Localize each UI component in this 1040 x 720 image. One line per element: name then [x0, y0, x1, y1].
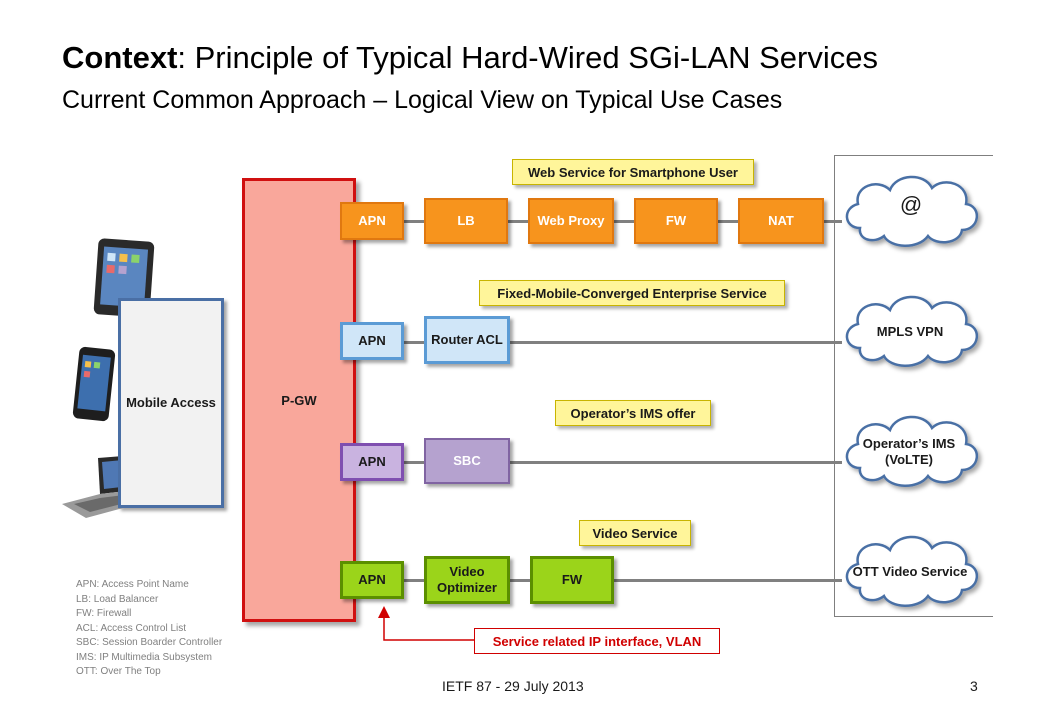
legend-item: OTT: Over The Top — [76, 666, 161, 677]
mobile-access-box: Mobile Access — [118, 298, 224, 508]
label-enterprise-service: Fixed-Mobile-Converged Enterprise Servic… — [479, 280, 785, 306]
legend-item: ACL: Access Control List — [76, 622, 187, 634]
web-proxy-box: Web Proxy — [528, 198, 614, 244]
label-ims-offer: Operator’s IMS offer — [555, 400, 711, 426]
cloud-mpls-label: MPLS VPN — [876, 324, 944, 339]
line-ims — [356, 461, 842, 464]
legend-item: IMS: IP Multimedia Subsystem — [76, 651, 212, 663]
fw-web-box: FW — [634, 198, 718, 244]
annotation-arrow — [378, 606, 474, 641]
page-subtitle: Current Common Approach – Logical View o… — [62, 86, 783, 114]
pgw-box: P-GW — [242, 178, 356, 622]
label-web-service: Web Service for Smartphone User — [512, 159, 754, 185]
video-optimizer-box: Video Optimizer — [424, 556, 510, 604]
cloud-internet-label: @ — [899, 192, 923, 217]
label-video-service: Video Service — [579, 520, 691, 546]
network-bracket — [834, 155, 993, 617]
footer-text: IETF 87 - 29 July 2013 — [442, 678, 584, 694]
apn-enterprise: APN — [340, 322, 404, 360]
page-title: Context: Principle of Typical Hard-Wired… — [62, 40, 878, 76]
apn-ims: APN — [340, 443, 404, 481]
cloud-ott-label: OTT Video Service — [852, 564, 968, 579]
legend-item: SBC: Session Boarder Controller — [76, 637, 223, 648]
legend-item: FW: Firewall — [76, 608, 132, 619]
page-number: 3 — [970, 678, 978, 694]
sbc-box: SBC — [424, 438, 510, 484]
lb-box: LB — [424, 198, 508, 244]
apn-web: APN — [340, 202, 404, 240]
legend-item: LB: Load Balancer — [76, 593, 159, 605]
legend-item: APN: Access Point Name — [76, 579, 189, 590]
line-enterprise — [356, 341, 842, 344]
legend: APN: Access Point Name LB: Load Balancer… — [76, 578, 222, 680]
apn-video: APN — [340, 561, 404, 599]
nat-box: NAT — [738, 198, 824, 244]
title-bold: Context — [62, 40, 178, 75]
annotation-label: Service related IP interface, VLAN — [474, 628, 720, 654]
fw-video-box: FW — [530, 556, 614, 604]
tablet-icon — [93, 238, 155, 318]
router-acl-box: Router ACL — [424, 316, 510, 364]
title-rest: : Principle of Typical Hard-Wired SGi-LA… — [177, 40, 878, 75]
cloud-ims-label: Operator’s IMS (VoLTE) — [862, 436, 956, 467]
phone-icon — [72, 346, 116, 422]
